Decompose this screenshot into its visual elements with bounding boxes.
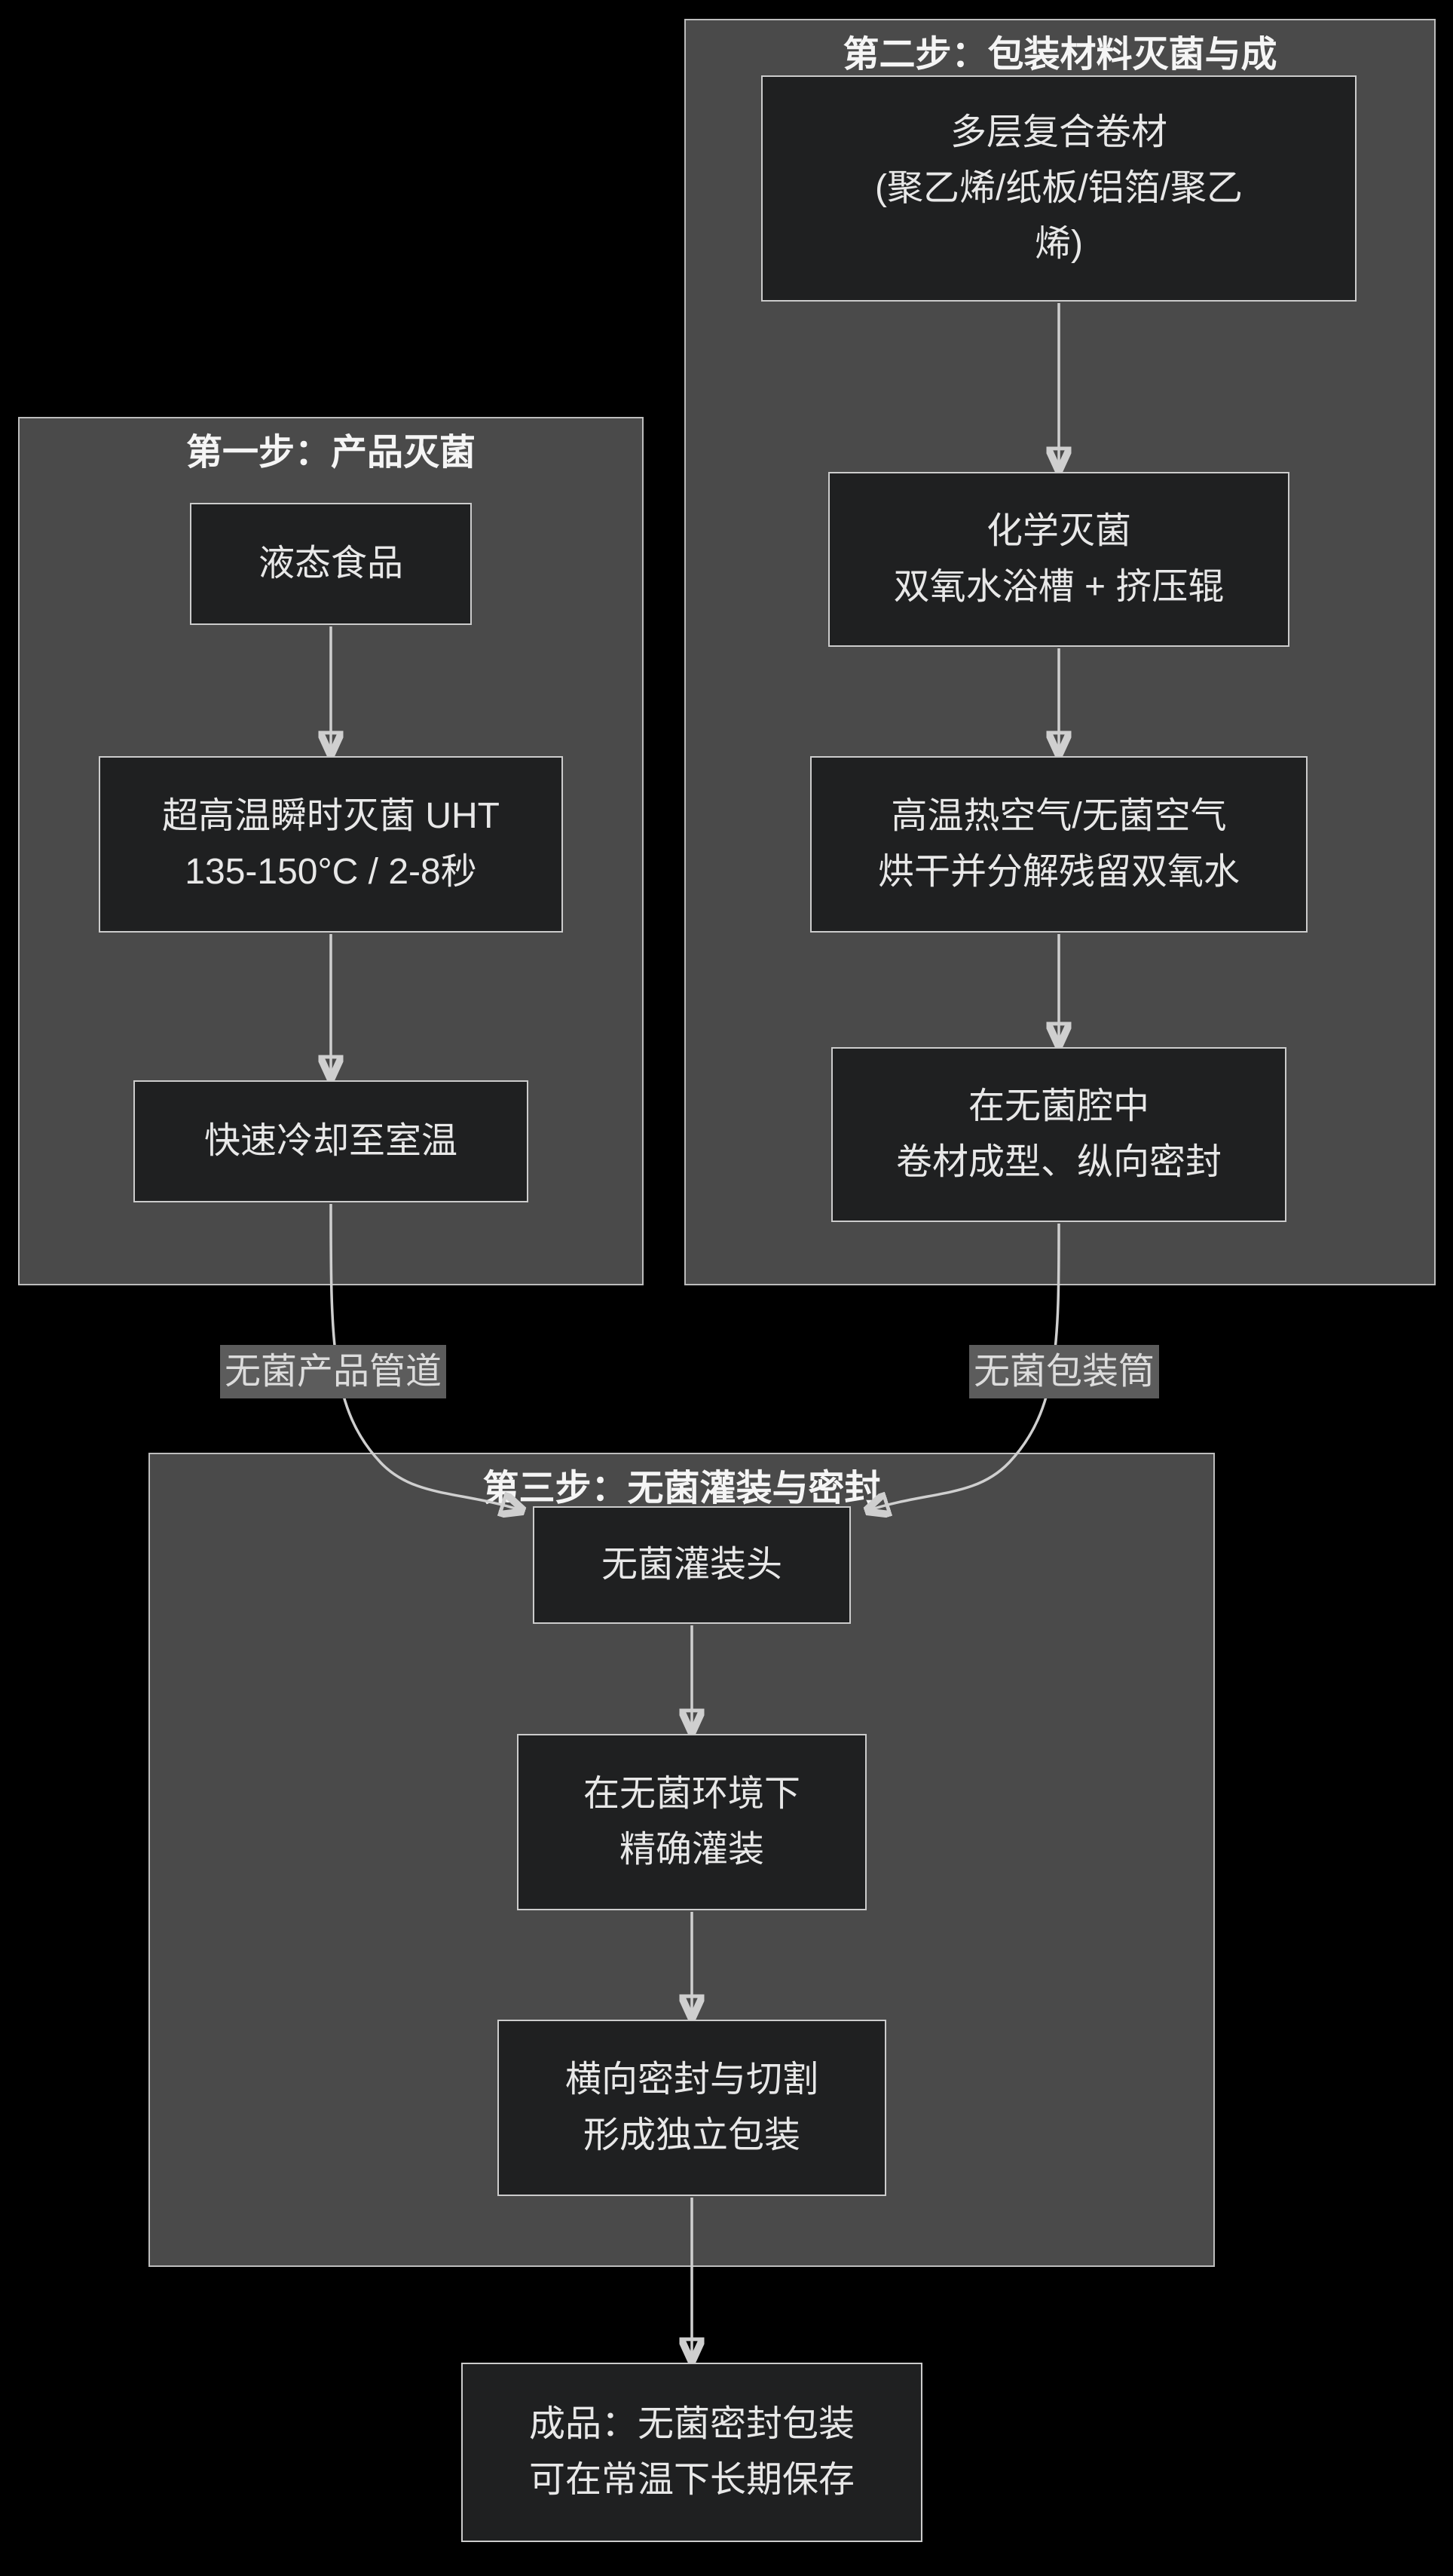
node-text-line: 烯) — [1035, 224, 1083, 264]
node-text-line: 烘干并分解残留双氧水 — [877, 852, 1240, 892]
edge-forming-to-filling — [867, 1223, 1060, 1511]
node-text-line: 液态食品 — [258, 544, 403, 584]
edge-label-sterile-product-pipe: 无菌产品管道 — [219, 1345, 447, 1398]
cluster-step2-title: 第二步：包装材料灭菌与成 — [843, 35, 1277, 75]
node-text-line: 横向密封与切割 — [564, 2060, 818, 2100]
node-laminate-roll: 多层复合卷材 (聚乙烯/纸板/铝箔/聚乙 烯) — [761, 75, 1357, 302]
node-text-line: 化学灭菌 — [986, 511, 1131, 551]
node-text-line: 快速冷却至室温 — [203, 1121, 457, 1161]
node-text-line: 在无菌环境下 — [583, 1774, 800, 1814]
node-forming-sealing: 在无菌腔中 卷材成型、纵向密封 — [831, 1047, 1286, 1222]
node-text-line: 成品：无菌密封包装 — [528, 2404, 855, 2444]
edge-cooling-to-filling — [329, 1203, 523, 1511]
node-text-line: 高温热空气/无菌空气 — [891, 796, 1227, 836]
node-text-line: 可在常温下长期保存 — [528, 2460, 855, 2500]
node-text-line: (聚乙烯/纸板/铝箔/聚乙 — [875, 168, 1243, 208]
node-chemical-sterilize: 化学灭菌 双氧水浴槽 + 挤压辊 — [828, 472, 1289, 647]
cluster-step1-title: 第一步：产品灭菌 — [185, 433, 476, 473]
node-hot-air-dry: 高温热空气/无菌空气 烘干并分解残留双氧水 — [810, 756, 1308, 933]
node-text-line: 形成独立包装 — [583, 2115, 800, 2155]
edge-label-sterile-packaging-tube: 无菌包装筒 — [968, 1345, 1160, 1398]
node-uht: 超高温瞬时灭菌 UHT 135-150°C / 2-8秒 — [99, 756, 563, 933]
node-text-line: 多层复合卷材 — [950, 112, 1167, 152]
node-text-line: 无菌灌装头 — [601, 1545, 782, 1585]
node-precise-filling: 在无菌环境下 精确灌装 — [517, 1734, 867, 1910]
node-text-line: 135-150°C / 2-8秒 — [185, 852, 477, 892]
node-text-line: 双氧水浴槽 + 挤压辊 — [893, 567, 1225, 607]
node-final-product: 成品：无菌密封包装 可在常温下长期保存 — [461, 2363, 922, 2542]
node-rapid-cooling: 快速冷却至室温 — [133, 1080, 528, 1202]
node-text-line: 在无菌腔中 — [968, 1086, 1149, 1126]
node-filling-head: 无菌灌装头 — [533, 1506, 851, 1624]
node-liquid-food: 液态食品 — [190, 503, 472, 625]
node-text-line: 超高温瞬时灭菌 UHT — [162, 796, 500, 836]
node-text-line: 卷材成型、纵向密封 — [895, 1142, 1222, 1182]
cluster-step3-title: 第三步：无菌灌装与密封 — [482, 1469, 881, 1509]
node-text-line: 精确灌装 — [619, 1830, 764, 1870]
node-transverse-seal: 横向密封与切割 形成独立包装 — [497, 2020, 886, 2196]
